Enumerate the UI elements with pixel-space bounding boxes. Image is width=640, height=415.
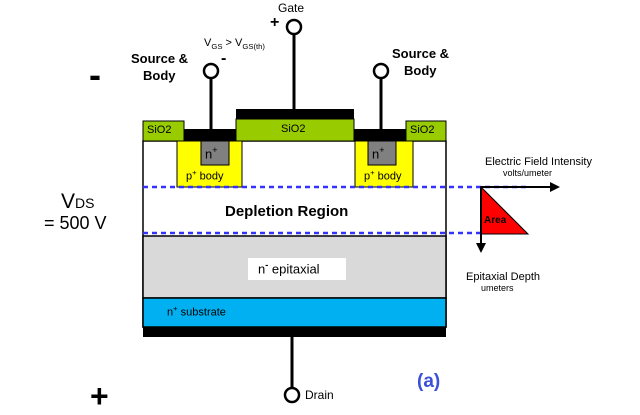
oxide-right-label: SiO2 (410, 124, 435, 136)
n-plus-right-label: n+ (372, 145, 385, 161)
field-x-title: Electric Field Intensity (485, 156, 592, 168)
vth-symbol: V (235, 37, 243, 49)
gate-terminal (285, 18, 303, 36)
epitaxial-sup: - (265, 260, 269, 270)
source-metal-right (354, 129, 406, 141)
substrate-sup: + (173, 304, 178, 313)
field-y-title: Epitaxial Depth (466, 271, 540, 283)
bias-condition: VGS > VGS(th) (204, 37, 265, 51)
vgs-subscript: GS (211, 42, 223, 52)
source-polarity: - (221, 50, 227, 67)
p-body-right-sup: + (370, 168, 375, 177)
p-body-left-label: p+ body (186, 168, 224, 183)
depletion-region-label: Depletion Region (225, 203, 349, 220)
vds-label: VDS (61, 190, 94, 214)
n-plus-left (200, 140, 230, 166)
p-body-left-p: p (186, 170, 193, 183)
n-plus-left-n: n (205, 146, 213, 162)
oxide-center-label: SiO2 (281, 123, 306, 135)
field-x-arrowhead (550, 182, 560, 192)
substrate-rest: substrate (177, 306, 226, 319)
epitaxial-n: n (258, 261, 266, 277)
substrate-label: n+ substrate (167, 304, 226, 319)
vds-subscript: DS (75, 195, 95, 211)
epitaxial-label: n- epitaxial (258, 260, 320, 276)
source-terminal-left (202, 62, 220, 80)
field-area-label: Area (484, 215, 507, 226)
drain-label: Drain (305, 388, 334, 402)
gate-metal (236, 109, 354, 119)
drain-terminal (283, 386, 301, 404)
p-body-left-rest: body (196, 170, 224, 183)
source-body-left-line2: Body (143, 68, 176, 83)
bias-operator: > (222, 37, 235, 49)
source-metal-left (184, 129, 236, 141)
oxide-left-label: SiO2 (147, 124, 172, 136)
substrate-n: n (167, 306, 174, 319)
gate-label: Gate (278, 1, 305, 15)
gate-polarity: + (270, 14, 280, 31)
n-plus-right-sup: + (379, 145, 385, 155)
drain-metal (143, 327, 446, 337)
p-body-right-p: p (364, 170, 371, 183)
supply-minus: - (89, 54, 101, 95)
epitaxial-rest: epitaxial (268, 261, 320, 277)
epitaxial-label-box (248, 258, 346, 280)
field-x-units: volts/umeter (503, 168, 553, 178)
vds-symbol: V (61, 190, 76, 213)
supply-plus: + (90, 378, 109, 414)
vds-value: = 500 V (44, 213, 107, 233)
p-body-right-rest: body (374, 170, 402, 183)
field-y-units: umeters (481, 283, 514, 293)
figure-label: (a) (417, 371, 441, 392)
vth-subscript: GS(th) (242, 42, 265, 52)
n-plus-left-label: n+ (205, 145, 218, 161)
n-plus-left-sup: + (212, 145, 218, 155)
source-body-right-line2: Body (404, 63, 437, 78)
source-body-right-line1: Source & (392, 46, 450, 61)
n-plus-right-n: n (372, 146, 380, 162)
source-terminal-right (372, 62, 390, 80)
p-body-left-sup: + (192, 168, 197, 177)
source-body-left-line1: Source & (131, 51, 189, 66)
p-body-right-label: p+ body (364, 168, 402, 183)
field-area-triangle (480, 185, 530, 235)
vgs-symbol: V (204, 37, 212, 49)
field-y-arrowhead (476, 243, 486, 253)
